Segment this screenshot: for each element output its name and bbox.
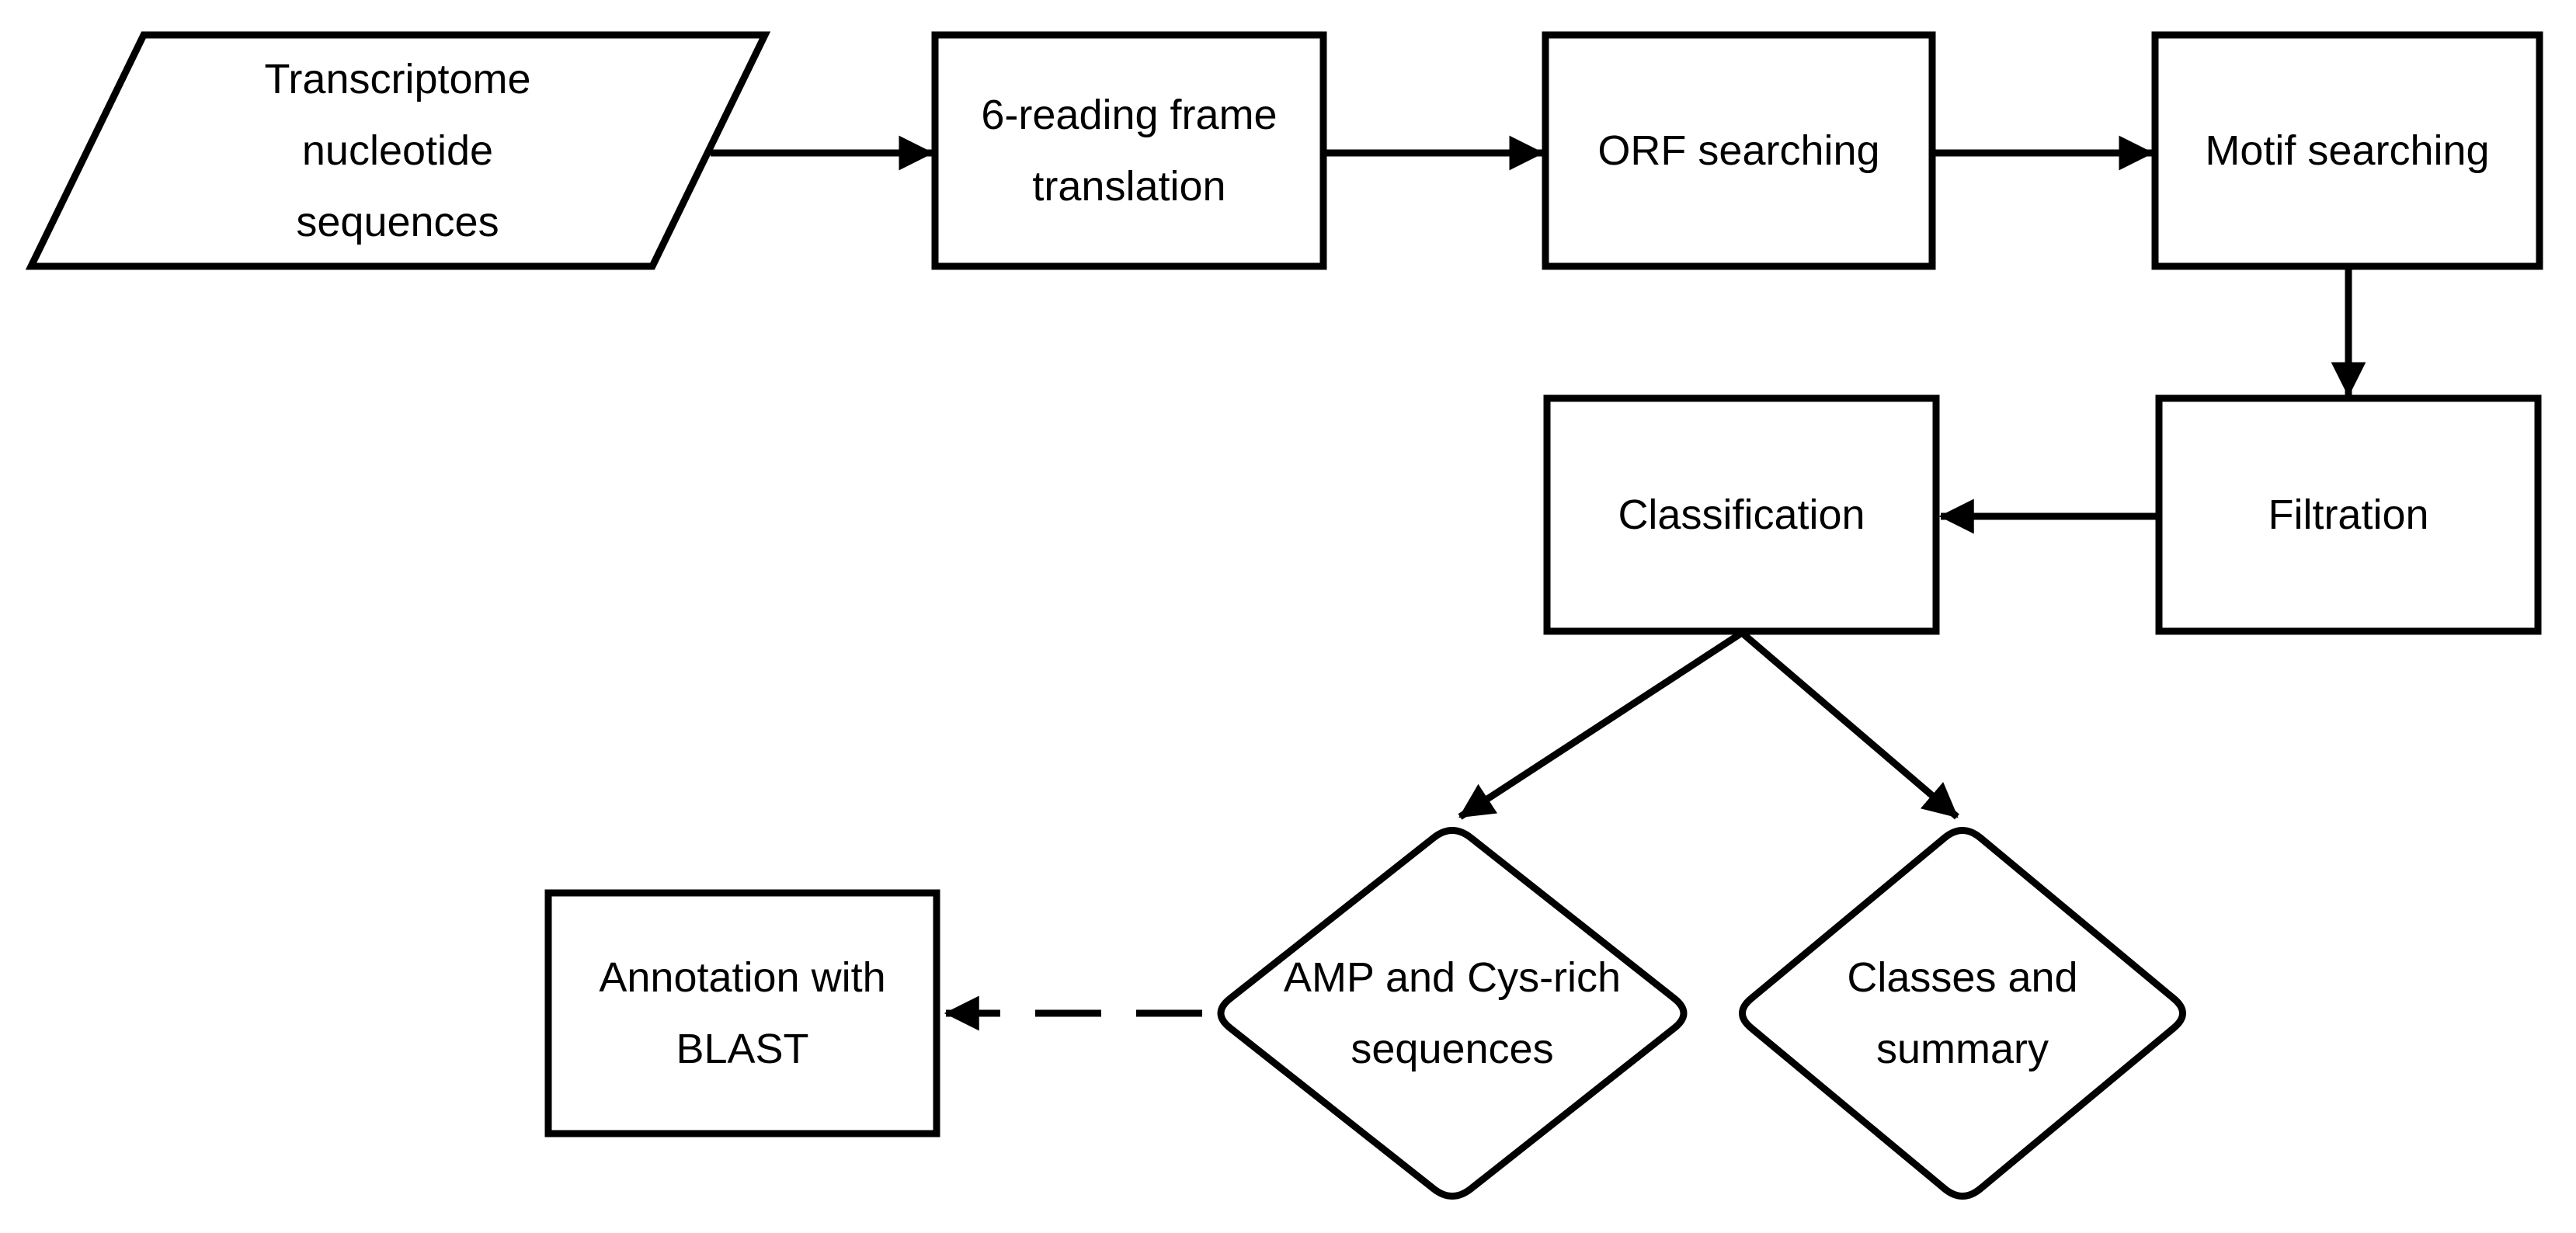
arrow-classification-to-classes [1740, 630, 1959, 820]
motif-search-box-shape [2151, 31, 2543, 270]
annotation-box-shape [544, 889, 940, 1137]
orf-search-box-shape [1542, 31, 1936, 270]
translation-box-shape [931, 31, 1327, 270]
arrow-classification-to-amp [1458, 630, 1744, 820]
filtration-box-shape [2155, 394, 2542, 635]
classes-output-diamond-shape [1739, 827, 2186, 1200]
classification-box-shape [1543, 394, 1940, 635]
amp-output-diamond-shape [1217, 827, 1688, 1200]
input-parallelogram-shape [25, 31, 771, 270]
